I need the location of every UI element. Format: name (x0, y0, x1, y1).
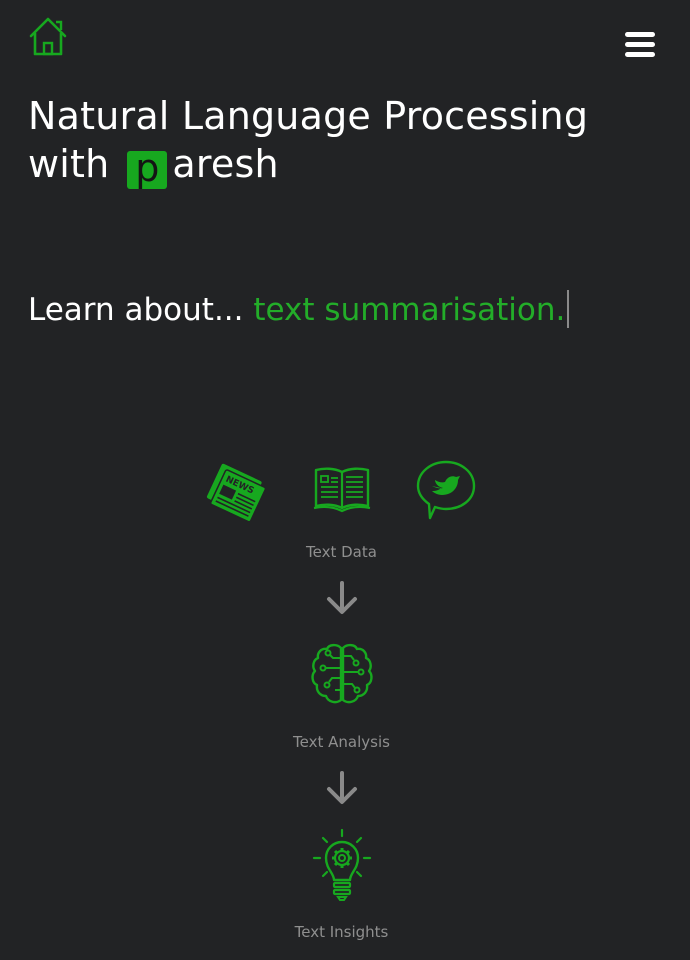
arrow-down-icon (327, 771, 357, 804)
brand-logo: p (127, 149, 168, 189)
brand-name-rest: aresh (172, 142, 279, 186)
stage-label-text-insights: Text Insights (294, 923, 389, 941)
lightbulb-gear-icon (312, 828, 372, 901)
tagline: Learn about... text summarisation. (28, 290, 570, 330)
arrow-down-icon (327, 581, 357, 614)
tagline-prefix: Learn about... (28, 292, 244, 328)
typed-topic: text summarisation. (253, 292, 566, 328)
open-book-icon (313, 467, 371, 513)
stage-label-text-analysis: Text Analysis (293, 733, 390, 751)
menu-button[interactable] (622, 30, 658, 62)
circuit-brain-icon (311, 643, 373, 704)
stage-label-text-data: Text Data (306, 543, 377, 561)
title-with: with (28, 142, 110, 186)
title-line-1: Natural Language Processing (28, 94, 589, 138)
hamburger-menu-icon (625, 32, 655, 57)
newspaper-icon: NEWS (206, 463, 267, 523)
home-link[interactable] (28, 16, 68, 56)
typing-cursor (567, 290, 570, 328)
twitter-speech-bubble-icon (416, 460, 476, 520)
home-icon (29, 17, 67, 56)
